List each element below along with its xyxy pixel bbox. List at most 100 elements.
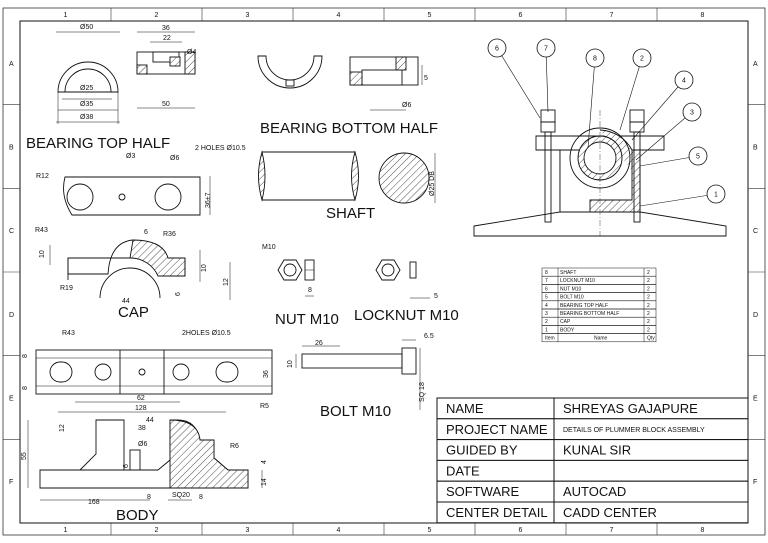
dim-m10: M10 — [262, 244, 276, 251]
title-block-label: GUIDED BY — [446, 443, 518, 458]
balloon-number: 1 — [714, 192, 718, 199]
dim-d35: Ø35 — [80, 101, 93, 108]
balloon-leader — [496, 47, 541, 119]
dim-r6: R6 — [230, 443, 239, 450]
dim-d50: Ø50 — [80, 24, 93, 31]
dim-holes-body: 2HOLES Ø10.5 — [182, 330, 231, 337]
zone-row-right: E — [753, 396, 758, 403]
dim-w8-nut: 8 — [308, 287, 312, 294]
shaft-view — [258, 150, 436, 204]
dim-d6-bbh: Ø6 — [402, 102, 411, 109]
balloon-leader — [619, 57, 643, 131]
balloon-leader — [545, 47, 549, 113]
zone-col-top: 3 — [246, 12, 250, 19]
dim-w128: 128 — [135, 405, 147, 412]
balloon-leader — [587, 57, 596, 149]
balloon-number: 5 — [696, 154, 700, 161]
zone-col-bottom: 2 — [155, 527, 159, 534]
dim-w55: 55 — [21, 452, 28, 460]
balloon-leader — [639, 155, 699, 167]
zone-row-left: F — [9, 479, 13, 486]
dim-w44-cap: 44 — [122, 298, 130, 305]
balloon-circle — [688, 146, 708, 166]
dim-w38: 38 — [138, 425, 146, 432]
dim-w6-cap: 6 — [144, 229, 148, 236]
dim-w36-cap: 36±7 — [205, 192, 212, 208]
bom-name: BOLT M10 — [560, 295, 584, 301]
dim-w44-body: 44 — [146, 417, 154, 424]
zone-col-top: 6 — [519, 12, 523, 19]
bom-name: Name — [594, 336, 608, 342]
dim-sq20: SQ20 — [172, 492, 190, 499]
nut-view — [277, 259, 315, 297]
zone-row-left: A — [9, 61, 14, 68]
zone-col-top: 4 — [337, 12, 341, 19]
dim-d25: Ø25 — [80, 85, 93, 92]
bom-qty: 2 — [647, 270, 650, 276]
dim-d38: Ø38 — [80, 114, 93, 121]
title-block-label: SOFTWARE — [446, 484, 520, 499]
bom-name: BODY — [560, 327, 575, 333]
dim-w5-bbh: 5 — [424, 75, 428, 82]
dim-w50: 50 — [162, 101, 170, 108]
balloon-leader — [639, 193, 717, 207]
title-block-row — [436, 501, 749, 524]
bearing-top-half-title: BEARING TOP HALF — [26, 135, 170, 152]
bom-name: NUT M10 — [560, 286, 582, 292]
shaft-title: SHAFT — [326, 205, 375, 222]
dim-r12: R12 — [36, 173, 49, 180]
dim-w6-body: 6 — [123, 464, 130, 468]
zone-col-bottom: 8 — [701, 527, 705, 534]
bom-name: BEARING TOP HALF — [560, 303, 608, 309]
dim-r5: R5 — [260, 403, 269, 410]
bom-name: CAP — [560, 319, 571, 325]
zone-col-top: 7 — [610, 12, 614, 19]
bom-qty: 2 — [647, 286, 650, 292]
dim-w6b-cap: 6 — [175, 292, 182, 296]
dim-w62: 62 — [137, 395, 145, 402]
title-block-label: DATE — [446, 463, 480, 478]
dim-w8b-body: 8 — [22, 386, 29, 390]
zone-row-left: D — [9, 312, 14, 319]
body-view — [27, 349, 273, 501]
zone-row-left: E — [9, 396, 14, 403]
balloon-number: 8 — [593, 56, 597, 63]
locknut-title: LOCKNUT M10 — [354, 307, 459, 324]
locknut-view — [375, 259, 430, 299]
dim-d3: Ø3 — [126, 153, 135, 160]
bearing-bottom-half-view — [257, 55, 423, 111]
bom-item: Item — [545, 336, 555, 342]
assembly-view — [473, 109, 727, 237]
balloon-circle — [674, 70, 694, 90]
zone-col-bottom: 7 — [610, 527, 614, 534]
dim-w12-cap: 12 — [223, 278, 230, 286]
bom-qty: Qty — [647, 336, 655, 342]
dim-w12-body: 12 — [59, 424, 66, 432]
title-block-value: DETAILS OF PLUMMER BLOCK ASSEMBLY — [563, 427, 705, 434]
balloon-number: 6 — [495, 46, 499, 53]
dim-w8a-body: 8 — [22, 354, 29, 358]
dim-w5-locknut: 5 — [434, 293, 438, 300]
dim-holes-cap: 2 HOLES Ø10.5 — [195, 145, 246, 152]
dim-w10-bolt: 10 — [287, 360, 294, 368]
balloon-number: 7 — [544, 46, 548, 53]
bearing-top-half-view — [56, 31, 196, 124]
balloon-circle — [536, 38, 556, 58]
zone-col-top: 5 — [428, 12, 432, 19]
balloon-circle — [706, 184, 726, 204]
balloon-number: 3 — [690, 110, 694, 117]
dim-w36: 36 — [162, 25, 170, 32]
dim-w22: 22 — [163, 35, 171, 42]
balloon-leader — [631, 79, 685, 141]
bom-qty: 2 — [647, 327, 650, 333]
zone-col-top: 1 — [64, 12, 68, 19]
bom-qty: 2 — [647, 311, 650, 317]
zone-row-right: D — [753, 312, 758, 319]
dim-d25db: Ø25 DB — [429, 171, 436, 196]
bom-item: 4 — [545, 303, 548, 309]
balloon-leader — [635, 111, 693, 161]
bom-item: 2 — [545, 319, 548, 325]
zone-col-bottom: 3 — [246, 527, 250, 534]
